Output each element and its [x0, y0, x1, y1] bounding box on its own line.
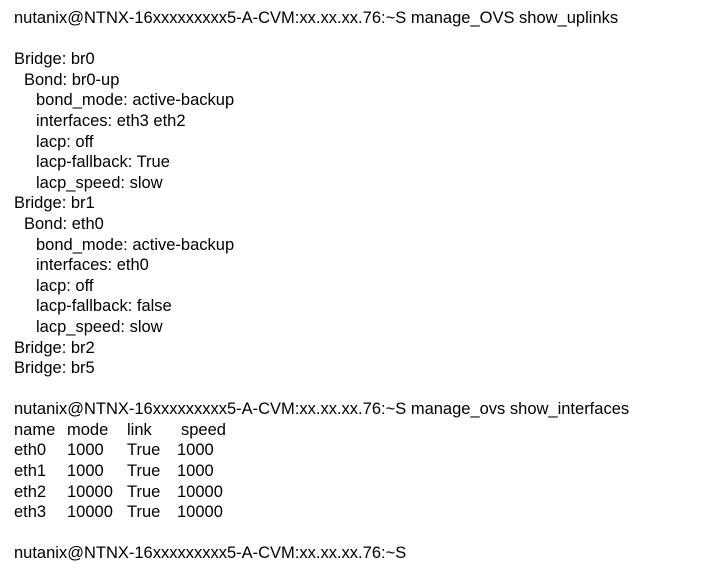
- shell-prompt: nutanix@NTNX-16xxxxxxxxx5-A-CVM:xx.xx.xx…: [14, 9, 407, 27]
- lacp-fallback-line: lacp-fallback: false: [36, 297, 172, 316]
- shell-prompt: nutanix@NTNX-16xxxxxxxxx5-A-CVM:xx.xx.xx…: [14, 400, 407, 419]
- cell-name: eth0: [14, 441, 47, 460]
- cell-link: True: [127, 441, 161, 460]
- lacp-line: lacp: off: [36, 276, 94, 295]
- cell-mode: 10000: [67, 482, 113, 501]
- column-header-speed: speed: [181, 420, 226, 439]
- bridge-line: Bridge: br0: [14, 50, 95, 69]
- cell-mode: 10000: [67, 503, 113, 522]
- interfaces-line: interfaces: eth0: [36, 256, 149, 275]
- cell-link: True: [127, 503, 161, 522]
- cell-name: eth1: [14, 462, 47, 481]
- column-header-link: link: [127, 420, 152, 439]
- bond-mode-line: bond_mode: active-backup: [36, 235, 235, 254]
- column-header-name: name: [14, 420, 56, 439]
- table-row: eth3 10000 True 10000: [14, 502, 704, 523]
- command-line: nutanix@NTNX-16xxxxxxxxx5-A-CVM:xx.xx.xx…: [14, 399, 704, 420]
- lacp-speed-line: lacp_speed: slow: [36, 317, 163, 336]
- cell-name: eth3: [14, 503, 47, 522]
- table-header-row: name mode link speed: [14, 420, 704, 441]
- column-header-mode: mode: [67, 420, 109, 439]
- cell-link: True: [127, 462, 161, 481]
- command-line: nutanix@NTNX-16xxxxxxxxx5-A-CVM:xx.xx.xx…: [14, 543, 704, 564]
- bridge-line: Bridge: br5: [14, 359, 95, 378]
- cell-mode: 1000: [67, 462, 104, 481]
- blank-line: [14, 523, 704, 544]
- bridge-line: Bridge: br2: [14, 338, 95, 357]
- cell-link: True: [127, 482, 161, 501]
- command-text: manage_ovs show_interfaces: [410, 400, 630, 419]
- lacp-speed-line: lacp_speed: slow: [36, 173, 163, 192]
- bond-line: Bond: eth0: [24, 214, 104, 233]
- blank-line: [14, 29, 704, 50]
- bridge-line: Bridge: br1: [14, 194, 95, 213]
- table-row: eth0 1000 True 1000: [14, 440, 704, 461]
- terminal-output: nutanix@NTNX-16xxxxxxxxx5-A-CVM:xx.xx.xx…: [14, 8, 704, 564]
- bond-mode-line: bond_mode: active-backup: [36, 91, 235, 110]
- interfaces-line: interfaces: eth3 eth2: [36, 111, 186, 130]
- shell-prompt: nutanix@NTNX-16xxxxxxxxx5-A-CVM:xx.xx.xx…: [14, 544, 407, 563]
- cell-speed: 1000: [177, 441, 214, 460]
- cell-speed: 10000: [177, 482, 223, 501]
- table-row: eth1 1000 True 1000: [14, 461, 704, 482]
- cell-name: eth2: [14, 482, 47, 501]
- lacp-fallback-line: lacp-fallback: True: [36, 153, 170, 172]
- table-row: eth2 10000 True 10000: [14, 482, 704, 503]
- lacp-line: lacp: off: [36, 132, 94, 151]
- cell-speed: 10000: [177, 503, 223, 522]
- bond-line: Bond: br0-up: [24, 70, 120, 89]
- command-line: nutanix@NTNX-16xxxxxxxxx5-A-CVM:xx.xx.xx…: [14, 8, 704, 29]
- command-text: manage_OVS show_uplinks: [410, 9, 619, 27]
- blank-line: [14, 379, 704, 400]
- cell-mode: 1000: [67, 441, 104, 460]
- cell-speed: 1000: [177, 462, 214, 481]
